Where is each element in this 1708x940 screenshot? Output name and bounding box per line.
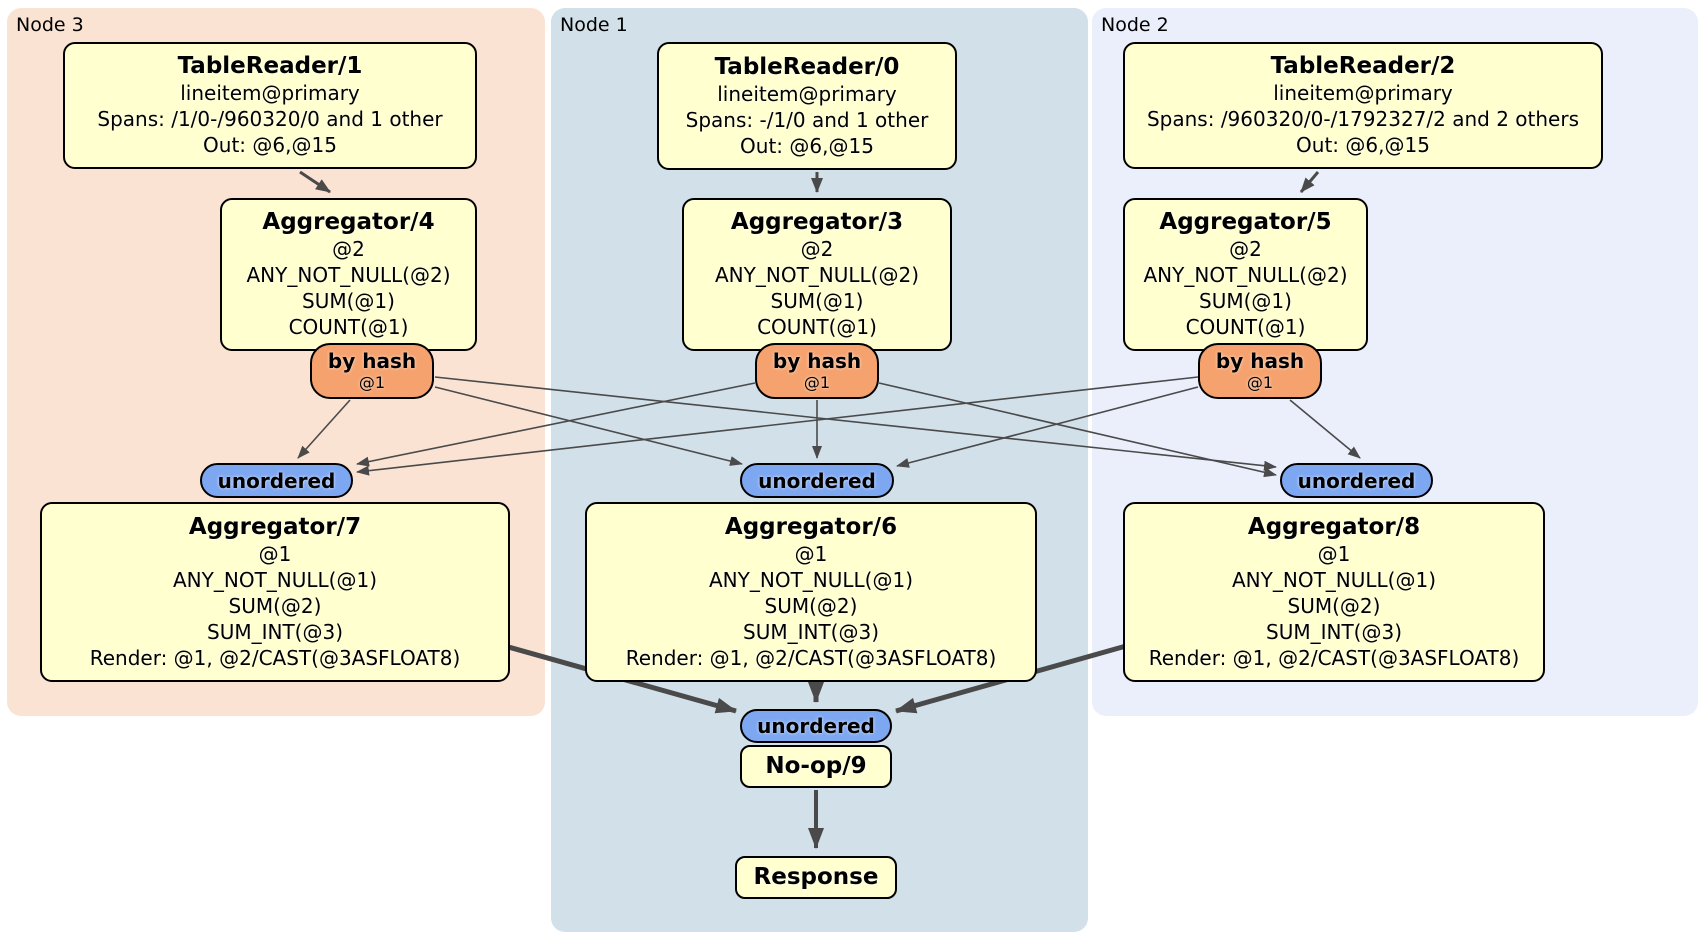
node-detail-line: lineitem@primary bbox=[1273, 81, 1453, 105]
unordered-sync-middle: unordered bbox=[740, 463, 894, 498]
aggregator-7-node: Aggregator/7 @1 ANY_NOT_NULL(@1) SUM(@2)… bbox=[40, 502, 510, 682]
router-label: by hash bbox=[772, 349, 862, 373]
node-detail-line: Spans: /1/0-/960320/0 and 1 other bbox=[97, 107, 443, 131]
node-title: TableReader/0 bbox=[714, 53, 900, 80]
node-detail-line: ANY_NOT_NULL(@1) bbox=[173, 567, 377, 592]
router-label: by hash bbox=[1215, 349, 1305, 373]
by-hash-router-left: by hash @1 bbox=[310, 343, 434, 399]
node-detail-line: SUM(@2) bbox=[1287, 593, 1381, 618]
node-detail-line: @1 bbox=[1317, 541, 1351, 566]
by-hash-router-right: by hash @1 bbox=[1198, 343, 1322, 399]
unordered-sync-final: unordered bbox=[740, 709, 892, 743]
node-detail-line: SUM(@1) bbox=[770, 289, 864, 313]
group-label-node1: Node 1 bbox=[560, 14, 628, 36]
node-detail-line: @1 bbox=[794, 541, 828, 566]
group-label-node2: Node 2 bbox=[1101, 14, 1169, 36]
node-title: No-op/9 bbox=[765, 753, 867, 779]
node-detail-line: Spans: -/1/0 and 1 other bbox=[685, 107, 929, 132]
unordered-sync-left: unordered bbox=[200, 463, 353, 498]
node-title: Aggregator/5 bbox=[1159, 209, 1332, 235]
node-title: Aggregator/4 bbox=[262, 209, 435, 235]
unordered-sync-right: unordered bbox=[1280, 463, 1433, 498]
node-detail-line: SUM(@2) bbox=[228, 593, 322, 618]
router-detail: @1 bbox=[358, 373, 386, 392]
noop-9-node: No-op/9 bbox=[740, 745, 892, 788]
node-detail-line: lineitem@primary bbox=[717, 81, 897, 106]
node-detail-line: Render: @1, @2/CAST(@3ASFLOAT8) bbox=[625, 645, 997, 670]
node-detail-line: ANY_NOT_NULL(@2) bbox=[715, 263, 919, 287]
node-detail-line: ANY_NOT_NULL(@1) bbox=[709, 567, 913, 592]
node-detail-line: SUM_INT(@3) bbox=[207, 619, 343, 644]
node-detail-line: SUM(@1) bbox=[302, 289, 395, 313]
node-detail-line: @1 bbox=[258, 541, 292, 566]
router-detail: @1 bbox=[1246, 373, 1274, 392]
node-detail-line: Render: @1, @2/CAST(@3ASFLOAT8) bbox=[89, 645, 461, 670]
node-detail-line: @2 bbox=[1229, 237, 1262, 261]
node-detail-line: Render: @1, @2/CAST(@3ASFLOAT8) bbox=[1148, 645, 1520, 670]
router-detail: @1 bbox=[803, 373, 831, 392]
node-detail-line: SUM_INT(@3) bbox=[1266, 619, 1402, 644]
group-label-node3: Node 3 bbox=[16, 14, 84, 36]
node-detail-line: COUNT(@1) bbox=[1185, 315, 1306, 339]
node-detail-line: ANY_NOT_NULL(@1) bbox=[1232, 567, 1436, 592]
aggregator-8-node: Aggregator/8 @1 ANY_NOT_NULL(@1) SUM(@2)… bbox=[1123, 502, 1545, 682]
node-detail-line: @2 bbox=[332, 237, 365, 261]
node-detail-line: ANY_NOT_NULL(@2) bbox=[1143, 263, 1348, 287]
node-title: TableReader/2 bbox=[1270, 53, 1456, 79]
node-detail-line: SUM_INT(@3) bbox=[743, 619, 879, 644]
node-title: Aggregator/8 bbox=[1247, 513, 1421, 540]
node-detail-line: lineitem@primary bbox=[180, 81, 360, 105]
aggregator-6-node: Aggregator/6 @1 ANY_NOT_NULL(@1) SUM(@2)… bbox=[585, 502, 1037, 682]
tablereader-0-node: TableReader/0 lineitem@primary Spans: -/… bbox=[657, 42, 957, 170]
node-detail-line: SUM(@1) bbox=[1199, 289, 1292, 313]
node-detail-line: Spans: /960320/0-/1792327/2 and 2 others bbox=[1146, 107, 1579, 131]
by-hash-router-middle: by hash @1 bbox=[755, 343, 879, 399]
node-detail-line: SUM(@2) bbox=[764, 593, 858, 618]
node-detail-line: Out: @6,@15 bbox=[740, 133, 874, 158]
node-title: Aggregator/7 bbox=[188, 513, 362, 540]
node-detail-line: Out: @6,@15 bbox=[203, 133, 337, 157]
node-detail-line: COUNT(@1) bbox=[757, 315, 877, 339]
response-node: Response bbox=[735, 856, 897, 899]
aggregator-5-node: Aggregator/5 @2 ANY_NOT_NULL(@2) SUM(@1)… bbox=[1123, 198, 1368, 351]
node-detail-line: @2 bbox=[800, 237, 834, 261]
node-detail-line: Out: @6,@15 bbox=[1296, 133, 1430, 157]
node-title: Response bbox=[753, 864, 879, 890]
router-label: by hash bbox=[327, 349, 417, 373]
aggregator-3-node: Aggregator/3 @2 ANY_NOT_NULL(@2) SUM(@1)… bbox=[682, 198, 952, 351]
node-title: Aggregator/3 bbox=[730, 209, 904, 235]
tablereader-1-node: TableReader/1 lineitem@primary Spans: /1… bbox=[63, 42, 477, 169]
node-detail-line: ANY_NOT_NULL(@2) bbox=[246, 263, 451, 287]
tablereader-2-node: TableReader/2 lineitem@primary Spans: /9… bbox=[1123, 42, 1603, 169]
node-title: Aggregator/6 bbox=[724, 513, 898, 540]
node-title: TableReader/1 bbox=[177, 53, 363, 79]
aggregator-4-node: Aggregator/4 @2 ANY_NOT_NULL(@2) SUM(@1)… bbox=[220, 198, 477, 351]
node-detail-line: COUNT(@1) bbox=[288, 315, 409, 339]
